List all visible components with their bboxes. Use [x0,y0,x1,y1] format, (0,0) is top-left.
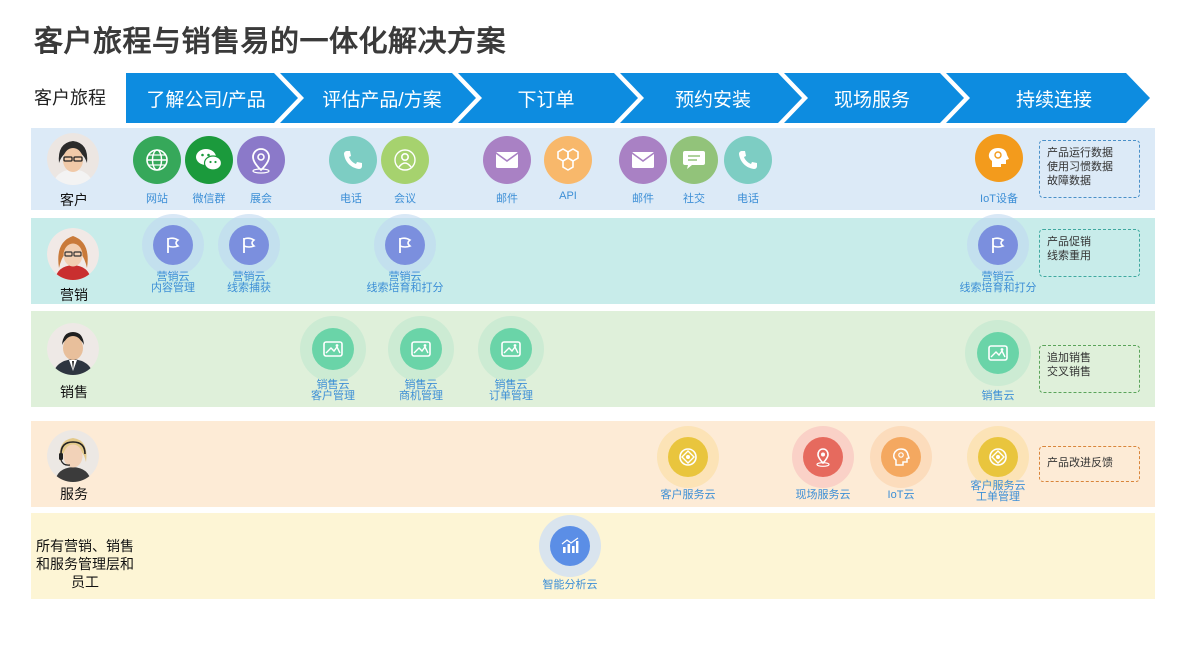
stage-learn: 了解公司/产品 [146,89,266,111]
channel-label-email: 邮件 [496,193,518,205]
channel-label-expo: 展会 [250,193,272,205]
management-label: 所有营销、销售和服务管理层和员工 [36,538,134,590]
cloud-label: 客户服务云工单管理 [970,480,1026,503]
phone-icon [724,136,772,184]
service-avatar [47,430,99,482]
channel-label-website: 网站 [146,193,168,205]
location-pin-icon [237,136,285,184]
flag-icon [229,225,269,265]
channel-label-social: 社交 [683,193,705,205]
chat-bubble-icon [670,136,718,184]
cloud-label: IoT云 [887,489,915,501]
stage-field-service: 现场服务 [833,89,910,111]
stage-continuous: 持续连接 [1015,89,1092,111]
sales-cloud-icon [490,328,532,370]
note-line: 线索重用 [1047,250,1091,262]
service-cloud-icon [668,437,708,477]
cloud-label: 客户服务云 [660,489,716,501]
phone-icon [329,136,377,184]
flag-icon [153,225,193,265]
sales-avatar [47,323,99,375]
iot-brain-icon [975,134,1023,182]
journey-label: 客户旅程 [34,88,106,108]
service-note: 产品改进反馈 [1039,446,1140,482]
sales-cloud-icon [400,328,442,370]
note-line: 产品运行数据 [1047,147,1113,159]
globe-icon [133,136,181,184]
flag-icon [385,225,425,265]
field-service-icon [803,437,843,477]
marketing-note: 产品促销 线索重用 [1039,229,1140,277]
cloud-label: 营销云线索捕获 [227,271,271,294]
service-label: 服务 [60,486,88,502]
sales-note: 追加销售 交叉销售 [1039,345,1140,393]
sales-cloud-icon [312,328,354,370]
marketing-avatar [47,228,99,280]
email-icon [619,136,667,184]
sales-cloud-icon [977,332,1019,374]
channel-label-meeting: 会议 [394,193,416,205]
channel-label-phone-2: 电话 [737,193,759,205]
channel-label-email-2: 邮件 [632,193,654,205]
stage-appointment: 预约安装 [674,89,751,111]
page-title: 客户旅程与销售易的一体化解决方案 [34,26,507,58]
cloud-label: 销售云 [981,390,1015,402]
cloud-label: 现场服务云 [795,489,851,501]
cloud-label: 营销云线索培育和打分 [366,271,444,294]
cloud-label: 销售云商机管理 [399,379,443,402]
cloud-label: 销售云客户管理 [311,379,355,402]
customer-avatar [47,133,99,185]
note-line: 产品促销 [1047,236,1091,248]
note-line: 交叉销售 [1047,366,1091,378]
customer-note: 产品运行数据 使用习惯数据 故障数据 [1039,140,1140,198]
marketing-label: 营销 [60,287,88,303]
flag-icon [978,225,1018,265]
cloud-label: 营销云内容管理 [151,271,195,294]
note-line: 使用习惯数据 [1047,161,1113,173]
channel-label-phone: 电话 [340,193,362,205]
stage-evaluate: 评估产品/方案 [322,89,442,111]
email-icon [483,136,531,184]
channel-label-wechat: 微信群 [192,193,226,205]
service-cloud-icon [978,437,1018,477]
cloud-label: 智能分析云 [542,579,598,591]
meeting-icon [381,136,429,184]
api-hexagon-icon [544,136,592,184]
wechat-icon [185,136,233,184]
cloud-label: 营销云线索培育和打分 [959,271,1037,294]
note-line: 产品改进反馈 [1047,457,1113,469]
channel-label-api: API [559,190,577,202]
note-line: 故障数据 [1047,175,1091,187]
iot-cloud-icon [881,437,921,477]
note-line: 追加销售 [1047,352,1091,364]
marketing-band [31,218,1155,304]
sales-label: 销售 [60,384,88,400]
cloud-label: 销售云订单管理 [489,379,533,402]
stage-order: 下订单 [517,89,575,111]
analytics-chart-icon [550,526,590,566]
channel-label-iot-device: IoT设备 [980,193,1018,205]
customer-label: 客户 [60,192,88,208]
